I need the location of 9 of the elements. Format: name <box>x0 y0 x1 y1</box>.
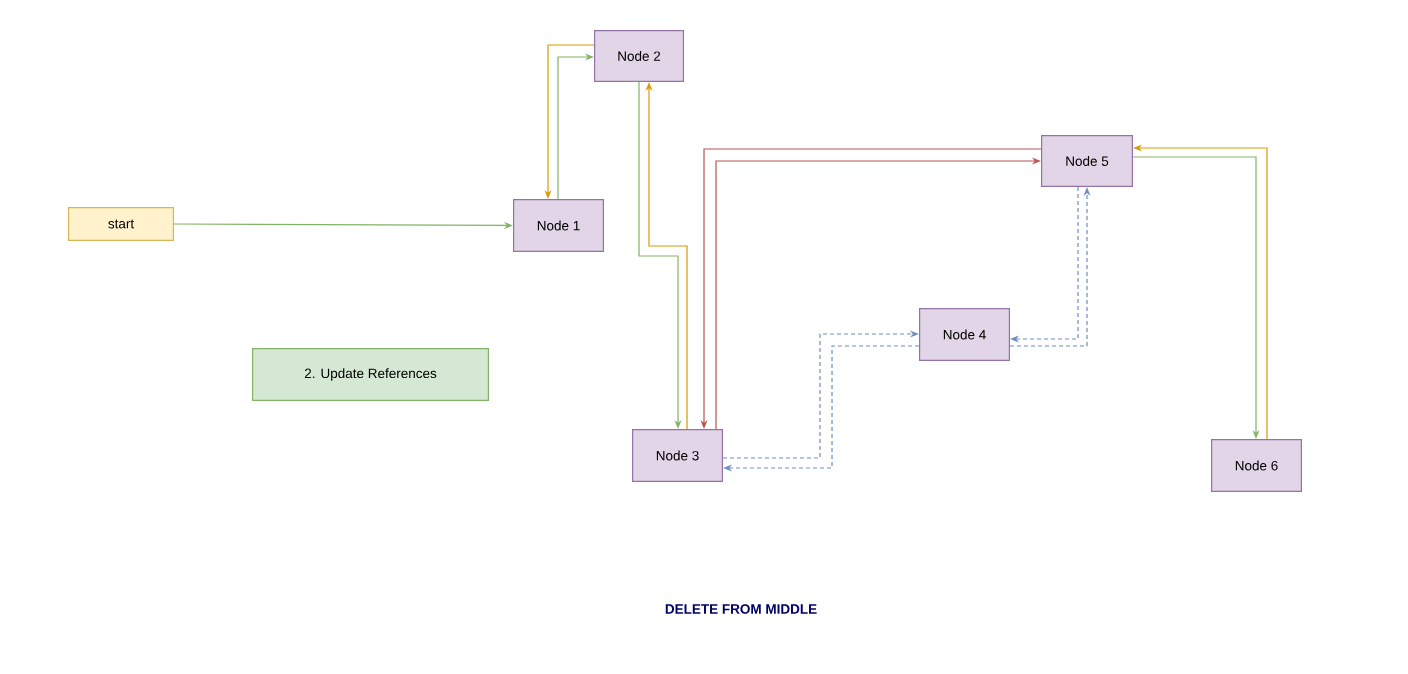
title: DELETE FROM MIDDLE <box>665 604 817 614</box>
process-box: Node 1 <box>513 199 604 252</box>
process-box: Node 3 <box>632 429 723 482</box>
process-box: Node 2 <box>594 30 684 82</box>
process-box: Node 5 <box>1041 135 1133 187</box>
process-box: Node 4 <box>919 308 1010 361</box>
process-box: Node 6 <box>1211 439 1302 492</box>
process-box: 2. Update References <box>252 348 489 401</box>
process-box: start <box>68 207 174 241</box>
